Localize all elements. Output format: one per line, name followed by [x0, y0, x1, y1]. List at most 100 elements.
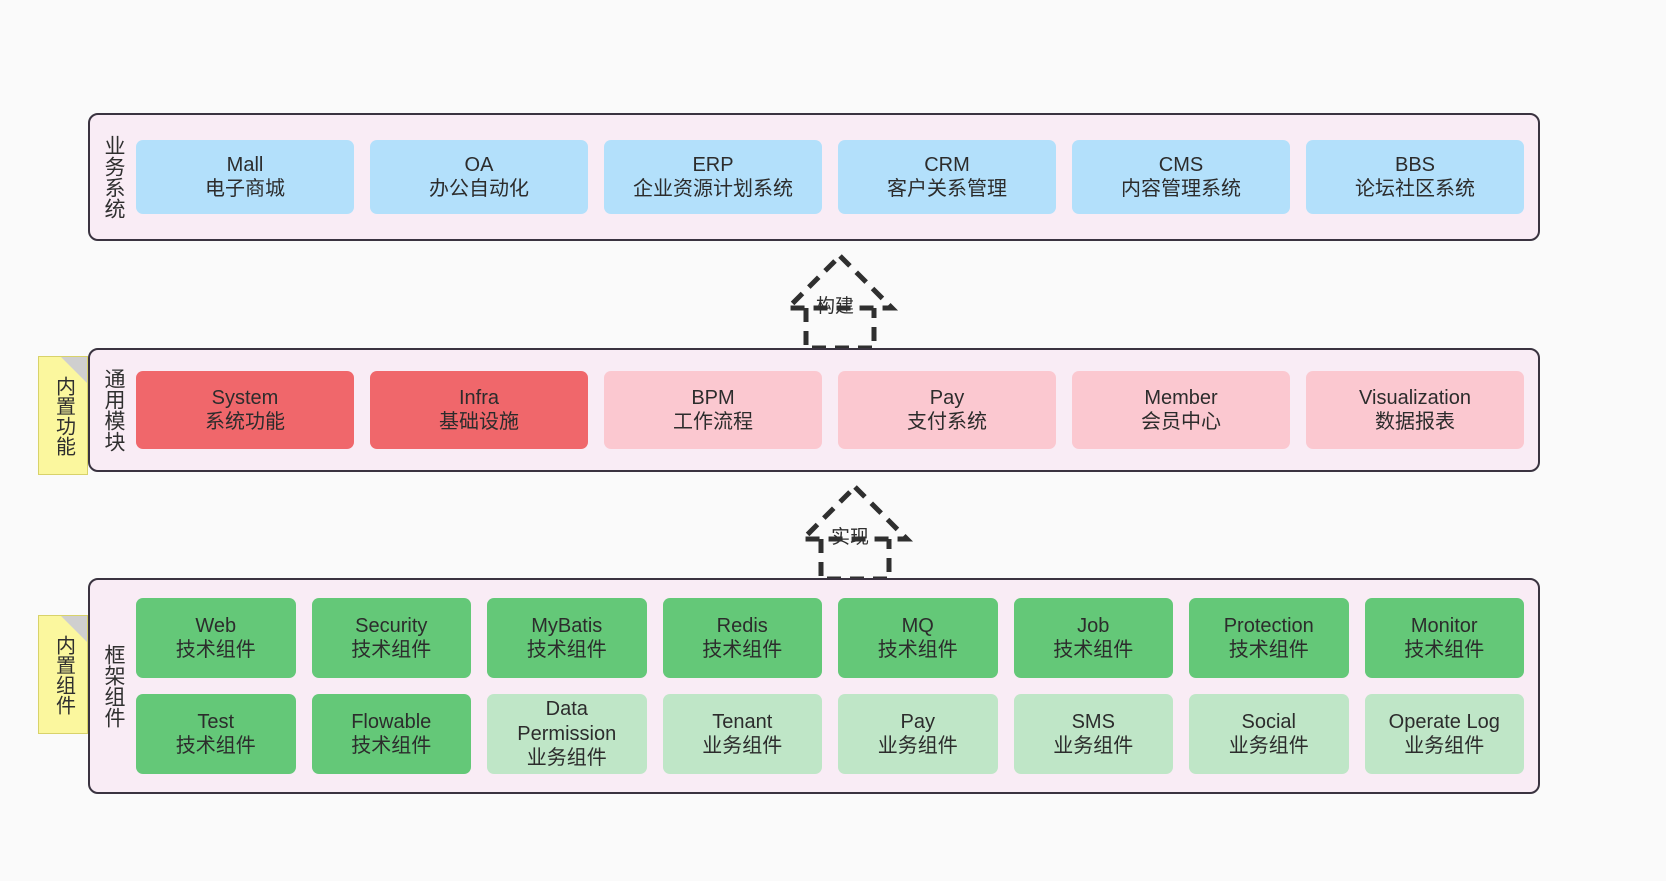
card-test[interactable]: Test 技术组件 — [136, 694, 296, 774]
note-builtin-function[interactable]: 内置功能 — [38, 356, 88, 475]
layer-body-business: Mall 电子商城 OA 办公自动化 ERP 企业资源计划系统 CRM 客户关系… — [136, 115, 1538, 239]
card-subtitle: 技术组件 — [702, 639, 783, 661]
connector-label-implement: 实现 — [831, 527, 870, 548]
card-title: Mall — [226, 153, 264, 176]
card-row: Web 技术组件 Security 技术组件 MyBatis 技术组件 Redi… — [136, 598, 1524, 678]
card-flowable[interactable]: Flowable 技术组件 — [311, 694, 471, 774]
card-subtitle: 系统功能 — [205, 411, 285, 433]
note-builtin-component[interactable]: 内置组件 — [38, 615, 88, 734]
card-title: Member — [1144, 386, 1218, 409]
card-subtitle: 基础设施 — [439, 411, 519, 433]
card-title: Infra — [458, 386, 500, 409]
note-label: 内置组件 — [52, 634, 75, 715]
card-title: CRM — [924, 153, 970, 176]
layer-title-business: 业务系统 — [102, 135, 126, 219]
card-title: Flowable — [351, 710, 432, 733]
card-data-permission[interactable]: Data Permission 业务组件 — [487, 694, 647, 774]
card-mall[interactable]: Mall 电子商城 — [136, 140, 354, 214]
card-mq[interactable]: MQ 技术组件 — [838, 598, 998, 678]
card-subtitle: 会员中心 — [1141, 411, 1221, 433]
card-subtitle: 工作流程 — [673, 411, 753, 433]
card-subtitle: 业务组件 — [1228, 735, 1309, 757]
card-subtitle: 技术组件 — [175, 735, 256, 757]
card-operate-log[interactable]: Operate Log 业务组件 — [1364, 694, 1524, 774]
card-subtitle: 技术组件 — [175, 639, 256, 661]
card-monitor[interactable]: Monitor 技术组件 — [1364, 598, 1524, 678]
card-system[interactable]: System 系统功能 — [136, 371, 354, 449]
layer-title-common: 通用模块 — [102, 368, 126, 452]
card-member[interactable]: Member 会员中心 — [1072, 371, 1290, 449]
card-security[interactable]: Security 技术组件 — [311, 598, 471, 678]
card-subtitle: 业务组件 — [1404, 735, 1485, 757]
card-subtitle: 电子商城 — [205, 178, 285, 200]
card-tenant[interactable]: Tenant 业务组件 — [662, 694, 822, 774]
card-subtitle: 支付系统 — [907, 411, 987, 433]
card-subtitle: 办公自动化 — [429, 178, 529, 200]
card-title: OA — [464, 153, 494, 176]
layer-framework-component[interactable]: 框架组件 Web 技术组件 Security 技术组件 MyBatis 技术组件… — [88, 578, 1540, 794]
card-subtitle: 企业资源计划系统 — [633, 178, 793, 200]
layer-title-frame: 框架组件 — [102, 644, 126, 728]
card-subtitle: 技术组件 — [526, 639, 607, 661]
card-oa[interactable]: OA 办公自动化 — [370, 140, 588, 214]
card-title-line2: Permission — [517, 722, 617, 745]
card-title: SMS — [1071, 710, 1115, 733]
note-fold-corner-icon — [61, 616, 87, 642]
card-subtitle: 业务组件 — [1053, 735, 1134, 757]
card-title: Pay — [929, 386, 965, 409]
card-social[interactable]: Social 业务组件 — [1189, 694, 1349, 774]
card-subtitle: 技术组件 — [877, 639, 958, 661]
note-fold-corner-icon — [61, 357, 87, 383]
card-subtitle: 技术组件 — [1228, 639, 1309, 661]
card-row: Mall 电子商城 OA 办公自动化 ERP 企业资源计划系统 CRM 客户关系… — [136, 140, 1524, 214]
card-crm[interactable]: CRM 客户关系管理 — [838, 140, 1056, 214]
card-subtitle: 技术组件 — [1404, 639, 1485, 661]
note-label: 内置功能 — [52, 375, 75, 456]
card-infra[interactable]: Infra 基础设施 — [370, 371, 588, 449]
card-title: CMS — [1158, 153, 1204, 176]
card-pay-business[interactable]: Pay 业务组件 — [838, 694, 998, 774]
card-protection[interactable]: Protection 技术组件 — [1189, 598, 1349, 678]
card-subtitle: 内容管理系统 — [1121, 178, 1241, 200]
layer-business-system[interactable]: 业务系统 Mall 电子商城 OA 办公自动化 ERP 企业资源计划系统 CRM… — [88, 113, 1540, 241]
card-subtitle: 数据报表 — [1375, 411, 1455, 433]
card-subtitle: 技术组件 — [1053, 639, 1134, 661]
card-title: Visualization — [1359, 386, 1471, 409]
card-visualization[interactable]: Visualization 数据报表 — [1306, 371, 1524, 449]
card-redis[interactable]: Redis 技术组件 — [662, 598, 822, 678]
layer-body-common: System 系统功能 Infra 基础设施 BPM 工作流程 Pay 支付系统… — [136, 350, 1538, 470]
card-subtitle: 论坛社区系统 — [1355, 178, 1475, 200]
card-pay[interactable]: Pay 支付系统 — [838, 371, 1056, 449]
layer-body-frame: Web 技术组件 Security 技术组件 MyBatis 技术组件 Redi… — [136, 580, 1538, 792]
card-title: Redis — [716, 614, 768, 637]
card-mybatis[interactable]: MyBatis 技术组件 — [487, 598, 647, 678]
card-subtitle: 业务组件 — [877, 735, 958, 757]
card-title: Data — [545, 698, 588, 721]
card-web[interactable]: Web 技术组件 — [136, 598, 296, 678]
card-subtitle: 技术组件 — [351, 735, 432, 757]
card-subtitle: 技术组件 — [351, 639, 432, 661]
card-title: Test — [197, 710, 235, 733]
card-sms[interactable]: SMS 业务组件 — [1013, 694, 1173, 774]
card-title: System — [211, 386, 279, 409]
card-title: Social — [1241, 710, 1296, 733]
card-title: Web — [195, 614, 237, 637]
card-row: Test 技术组件 Flowable 技术组件 Data Permission … — [136, 694, 1524, 774]
card-title: BBS — [1394, 153, 1436, 176]
card-title: Job — [1077, 614, 1110, 637]
connector-label-build: 构建 — [816, 296, 855, 317]
card-row: System 系统功能 Infra 基础设施 BPM 工作流程 Pay 支付系统… — [136, 371, 1524, 449]
card-title: MQ — [901, 614, 934, 637]
card-subtitle: 客户关系管理 — [887, 178, 1007, 200]
card-bpm[interactable]: BPM 工作流程 — [604, 371, 822, 449]
card-title: Monitor — [1410, 614, 1478, 637]
card-title: Tenant — [712, 710, 773, 733]
card-title: BPM — [691, 386, 735, 409]
card-cms[interactable]: CMS 内容管理系统 — [1072, 140, 1290, 214]
layer-common-module[interactable]: 通用模块 System 系统功能 Infra 基础设施 BPM 工作流程 Pay… — [88, 348, 1540, 472]
card-job[interactable]: Job 技术组件 — [1013, 598, 1173, 678]
card-bbs[interactable]: BBS 论坛社区系统 — [1306, 140, 1524, 214]
card-erp[interactable]: ERP 企业资源计划系统 — [604, 140, 822, 214]
card-subtitle: 业务组件 — [702, 735, 783, 757]
